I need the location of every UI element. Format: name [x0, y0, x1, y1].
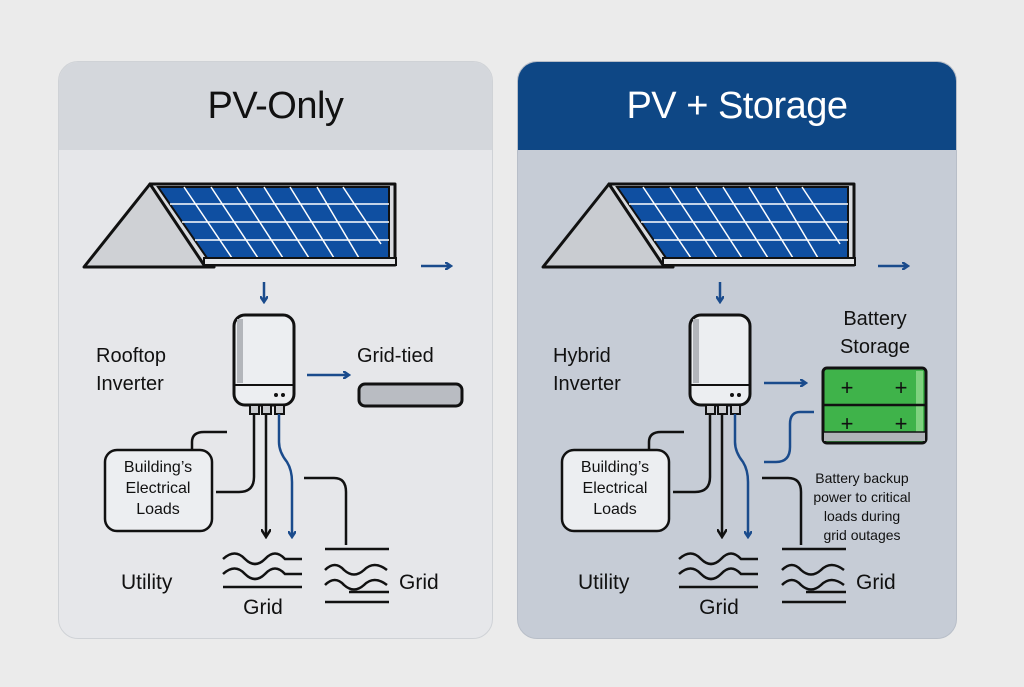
grid-icon [324, 547, 389, 604]
solar-roof-icon [541, 182, 856, 269]
battery-label-line2: Storage [840, 336, 910, 358]
loads-box [560, 448, 671, 533]
loads-label-line1: Building’s [581, 459, 649, 476]
inverter-label-line2: Inverter [96, 373, 164, 395]
panel-title: PV-Only [59, 62, 492, 150]
inverter-icon [232, 313, 296, 415]
pv-only-panel: PV-Only [58, 61, 493, 639]
grid-label-right: Grid [399, 571, 439, 594]
pv-only-diagram: Rooftop Inverter Grid-tied Building’s El… [82, 182, 464, 619]
battery-terminal: + [895, 375, 908, 400]
battery-terminal: + [895, 411, 908, 436]
battery-label-line1: Battery [843, 308, 906, 330]
backup-note-line1: Battery backup [815, 470, 909, 486]
backup-note-line2: power to critical [813, 489, 910, 505]
grid-label-bottom: Grid [699, 596, 739, 619]
loads-box [103, 448, 214, 533]
loads-label-line2: Electrical [583, 480, 648, 497]
grid-label-bottom: Grid [243, 596, 283, 619]
battery-icon: + + + + [821, 366, 928, 445]
grid-tied-label: Grid-tied [357, 345, 434, 367]
pv-storage-diagram: Hybrid Inverter Battery Storage + + + + … [541, 182, 928, 619]
backup-note-line4: grid outages [823, 527, 900, 543]
loads-label-line2: Electrical [126, 480, 191, 497]
loads-label-line1: Building’s [124, 459, 192, 476]
panel-title: PV + Storage [518, 62, 956, 150]
battery-terminal: + [841, 411, 854, 436]
backup-note-line3: loads during [824, 508, 900, 524]
inverter-label-line1: Rooftop [96, 345, 166, 367]
grid-icon [781, 547, 846, 604]
utility-label: Utility [121, 571, 173, 594]
battery-terminal: + [841, 375, 854, 400]
grid-tied-meter-icon [357, 382, 464, 408]
grid-label-right: Grid [856, 571, 896, 594]
inverter-icon [688, 313, 752, 415]
inverter-label-line2: Inverter [553, 373, 621, 395]
inverter-label-line1: Hybrid [553, 345, 611, 367]
loads-label-line3: Loads [593, 501, 637, 518]
loads-label-line3: Loads [136, 501, 180, 518]
solar-roof-icon [82, 182, 397, 269]
utility-grid-icon [678, 552, 758, 589]
pv-storage-panel: PV + Storage [517, 61, 957, 639]
utility-grid-icon [222, 552, 302, 589]
utility-label: Utility [578, 571, 630, 594]
